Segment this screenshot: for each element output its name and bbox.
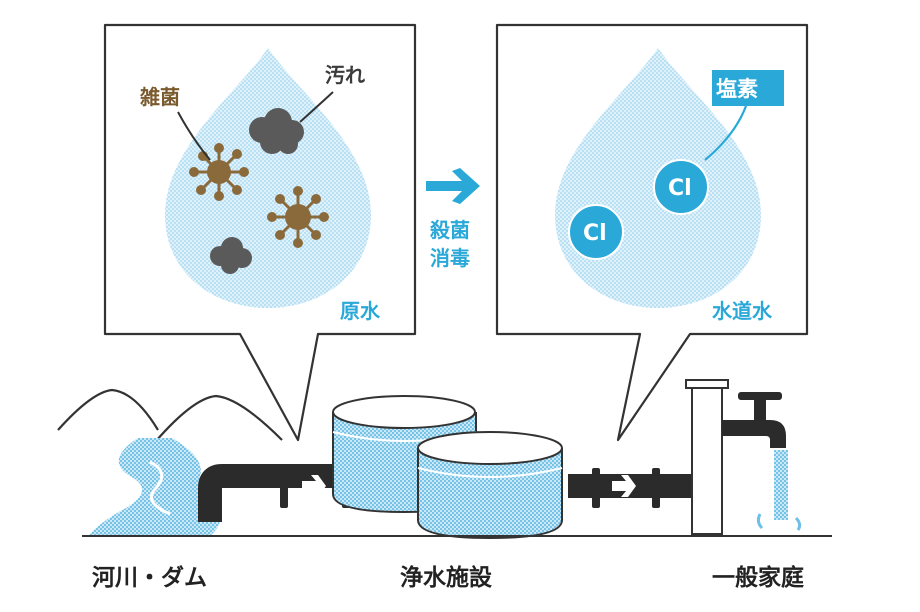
bacteria-icon: [189, 143, 249, 201]
raw-water-drop: [165, 48, 371, 308]
purification-tank: [332, 395, 563, 540]
flow-arrow-icon: [612, 475, 636, 497]
dirt-icon: [249, 108, 304, 154]
chlorine-label-box: [712, 70, 784, 106]
dirt-icon: [210, 237, 252, 274]
faucet-icon: [685, 379, 802, 535]
river-icon: [88, 438, 221, 536]
source-label: 河川・ダム: [92, 564, 207, 591]
mountains-icon: [57, 388, 283, 449]
process-label-line1: 殺菌: [429, 218, 470, 242]
cl-symbol-label: Cl: [583, 221, 607, 246]
water-stream: [774, 450, 788, 520]
raw-water-label: 原水: [340, 299, 381, 323]
tap-water-panel: 塩素 Cl Cl 水道水: [495, 23, 809, 442]
bacteria-icon: [267, 186, 329, 248]
raw-water-panel: 汚れ 雑菌 原水: [103, 23, 417, 442]
facility-label: 浄水施設: [400, 564, 493, 591]
bacteria-label: 雑菌: [139, 85, 180, 109]
tap-water-label: 水道水: [712, 299, 773, 323]
flow-arrow-icon: [302, 475, 326, 497]
pipe: [198, 464, 692, 522]
right-arrow-icon: [426, 168, 480, 204]
dirt-label: 汚れ: [325, 63, 365, 87]
chlorine-molecule-icon: [568, 204, 624, 260]
cl-symbol-label: Cl: [668, 176, 692, 201]
process-label-line2: 消毒: [430, 246, 470, 270]
household-label: 一般家庭: [712, 564, 804, 591]
process-step: 殺菌 消毒: [426, 168, 480, 270]
chlorine-label: 塩素: [716, 77, 758, 101]
chlorine-molecule-icon: [653, 159, 709, 215]
